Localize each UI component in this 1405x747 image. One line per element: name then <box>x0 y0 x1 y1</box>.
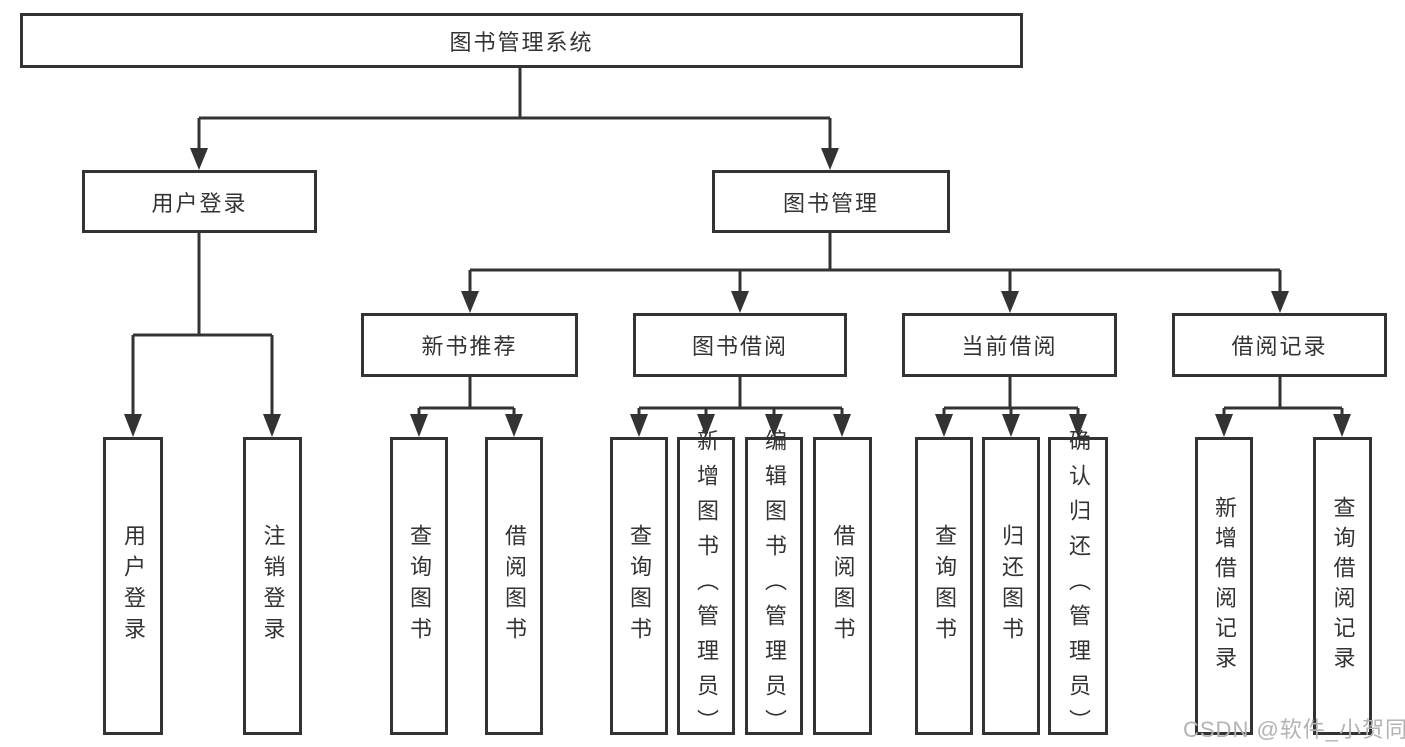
leaf-query-borrow-record: 查询借阅记录 <box>1313 437 1372 735</box>
leaf-add-borrow-record-label: 新增借阅记录 <box>1212 496 1237 676</box>
node-book-borrowing-label: 图书借阅 <box>691 334 788 359</box>
leaf-user-login: 用户登录 <box>103 437 163 735</box>
leaf-confirm-return-admin-label: 确认归还（管理员） <box>1066 428 1091 744</box>
leaf-query-books-current-label: 查询图书 <box>932 524 957 648</box>
node-user-login-label: 用户登录 <box>151 190 248 216</box>
leaf-borrow-books-borrowing-label: 借阅图书 <box>830 524 856 648</box>
csdn-watermark: CSDN @软件_小贺同学 <box>1183 717 1405 742</box>
leaf-borrow-books-recommend: 借阅图书 <box>485 437 543 735</box>
leaf-add-book-admin: 新增图书（管理员） <box>677 429 735 744</box>
leaf-return-books: 归还图书 <box>982 437 1040 735</box>
leaf-query-books-recommend-label: 查询图书 <box>407 524 432 648</box>
leaf-edit-book-admin-label: 编辑图书（管理员） <box>762 428 787 744</box>
leaf-query-books-recommend: 查询图书 <box>390 437 448 735</box>
leaf-confirm-return-admin: 确认归还（管理员） <box>1048 429 1108 744</box>
leaf-add-book-admin-label: 新增图书（管理员） <box>694 428 719 744</box>
leaf-query-books-borrowing-label: 查询图书 <box>627 524 652 648</box>
leaf-query-books-borrowing: 查询图书 <box>610 437 668 735</box>
leaf-query-borrow-record-label: 查询借阅记录 <box>1330 496 1356 676</box>
leaf-borrow-books-borrowing: 借阅图书 <box>813 437 872 735</box>
node-book-management-label: 图书管理 <box>782 190 879 216</box>
leaf-query-books-current: 查询图书 <box>915 437 973 735</box>
leaf-logout: 注销登录 <box>243 437 302 735</box>
node-current-borrowing: 当前借阅 <box>902 313 1117 377</box>
arrowheads <box>124 148 1351 437</box>
leaf-add-borrow-record: 新增借阅记录 <box>1195 437 1253 735</box>
node-borrow-records: 借阅记录 <box>1172 313 1387 377</box>
leaf-logout-label: 注销登录 <box>260 524 286 648</box>
node-new-book-recommend: 新书推荐 <box>361 313 578 377</box>
leaf-edit-book-admin: 编辑图书（管理员） <box>745 429 803 744</box>
node-book-management: 图书管理 <box>712 170 950 233</box>
node-book-borrowing: 图书借阅 <box>633 313 847 377</box>
node-borrow-records-label: 借阅记录 <box>1231 334 1328 359</box>
node-root-system: 图书管理系统 <box>20 13 1023 68</box>
node-user-login: 用户登录 <box>82 170 317 233</box>
node-current-borrowing-label: 当前借阅 <box>961 334 1058 359</box>
leaf-return-books-label: 归还图书 <box>999 524 1024 648</box>
leaf-borrow-books-recommend-label: 借阅图书 <box>502 524 527 648</box>
node-root-system-label: 图书管理系统 <box>449 29 594 55</box>
leaf-user-login-label: 用户登录 <box>121 524 146 648</box>
node-new-book-recommend-label: 新书推荐 <box>421 334 518 359</box>
